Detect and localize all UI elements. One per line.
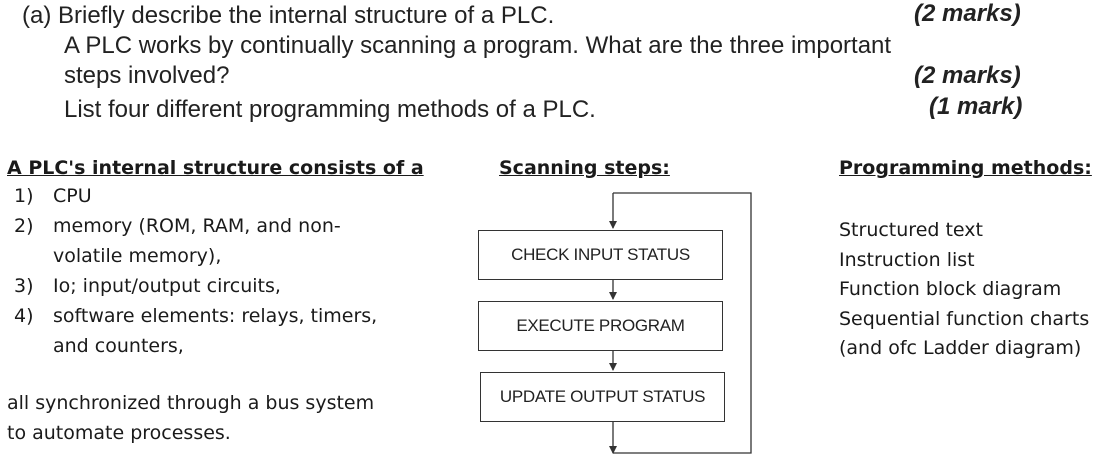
list-item: 1) CPU	[14, 181, 377, 211]
step-update-output-box: UPDATE OUTPUT STATUS	[480, 372, 725, 422]
marks-label-3: (1 mark)	[929, 93, 1023, 120]
list-item: (and ofc Ladder diagram)	[839, 337, 1082, 359]
list-text: and counters,	[53, 335, 184, 357]
list-text: memory (ROM, RAM, and non-	[53, 215, 341, 237]
list-number: 4)	[14, 305, 34, 327]
question-scanning: A PLC works by continually scanning a pr…	[64, 32, 892, 59]
list-item: 2) memory (ROM, RAM, and non- volatile m…	[14, 211, 377, 271]
methods-heading: Programming methods:	[839, 157, 1092, 179]
list-number: 2)	[14, 215, 34, 237]
feedback-loop-line	[613, 192, 752, 454]
list-number: 1)	[14, 185, 34, 207]
step-execute-program-box: EXECUTE PROGRAM	[478, 301, 723, 351]
list-item: Function block diagram	[839, 278, 1062, 300]
list-text: software elements: relays, timers,	[53, 305, 378, 327]
structure-list: 1) CPU 2) memory (ROM, RAM, and non- vol…	[14, 181, 377, 361]
methods-list: Structured text Instruction list Functio…	[839, 216, 1089, 364]
structure-closing-2: to automate processes.	[7, 422, 231, 444]
list-item: Structured text	[839, 219, 983, 241]
list-text: volatile memory),	[53, 245, 222, 267]
list-number: 3)	[14, 275, 34, 297]
marks-label-1: (2 marks)	[914, 0, 1021, 27]
list-item: 4) software elements: relays, timers, an…	[14, 301, 377, 361]
question-part-a: (a) Briefly describe the internal struct…	[22, 2, 555, 29]
list-text: CPU	[53, 185, 92, 207]
structure-heading: A PLC's internal structure consists of a	[7, 157, 424, 179]
list-text: Io; input/output circuits,	[53, 275, 281, 297]
question-methods: List four different programming methods …	[64, 96, 596, 123]
list-item: Sequential function charts	[839, 307, 1090, 330]
list-item: 3) Io; input/output circuits,	[14, 271, 377, 301]
step-check-input-box: CHECK INPUT STATUS	[478, 230, 723, 280]
scanning-heading: Scanning steps:	[499, 157, 670, 179]
structure-closing-1: all synchronized through a bus system	[7, 392, 375, 414]
marks-label-2: (2 marks)	[914, 62, 1021, 89]
question-scanning-cont: steps involved?	[64, 62, 230, 89]
list-item: Instruction list	[839, 248, 975, 271]
